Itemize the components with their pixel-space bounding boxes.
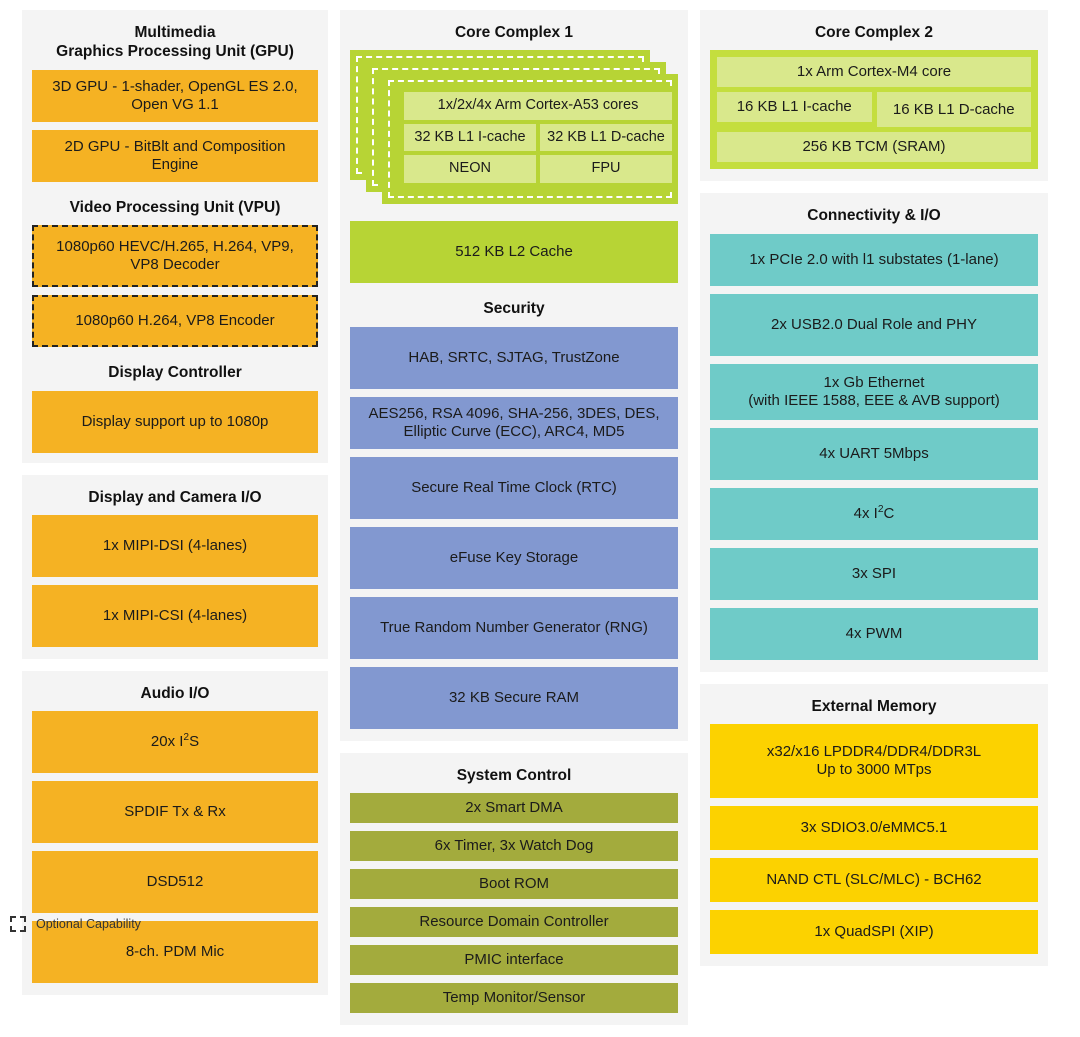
block-l1-icache[interactable]: 32 KB L1 I-cache bbox=[404, 123, 536, 152]
block-mipi-csi[interactable]: 1x MIPI-CSI (4-lanes) bbox=[32, 584, 318, 647]
block-spdif[interactable]: SPDIF Tx & Rx bbox=[32, 781, 318, 844]
block-l2-cache[interactable]: 512 KB L2 Cache bbox=[350, 221, 678, 284]
block-nand-ctl[interactable]: NAND CTL (SLC/MLC) - BCH62 bbox=[710, 858, 1038, 903]
block-spi[interactable]: 3x SPI bbox=[710, 547, 1038, 600]
block-display-support[interactable]: Display support up to 1080p bbox=[32, 390, 318, 453]
block-timer-watchdog[interactable]: 6x Timer, 3x Watch Dog bbox=[350, 831, 678, 862]
panel-title-core-complex-1: Core Complex 1 bbox=[454, 24, 573, 41]
panel-core-complex-1: Core Complex 1 1x/2x/4x Arm Cortex-A53 c… bbox=[340, 10, 688, 741]
panel-display-camera-io: Display and Camera I/O 1x MIPI-DSI (4-la… bbox=[22, 474, 328, 659]
multimedia-title-line1: Multimedia bbox=[134, 24, 216, 41]
block-fpu[interactable]: FPU bbox=[540, 155, 672, 183]
middle-column: Core Complex 1 1x/2x/4x Arm Cortex-A53 c… bbox=[340, 10, 688, 1037]
right-column: Core Complex 2 1x Arm Cortex-M4 core 16 … bbox=[700, 10, 1048, 978]
core-cache-row: 32 KB L1 I-cache 32 KB L1 D-cache bbox=[404, 123, 672, 152]
block-boot-rom[interactable]: Boot ROM bbox=[350, 869, 678, 900]
block-video-decoder[interactable]: 1080p60 HEVC/H.265, H.264, VP9, VP8 Deco… bbox=[32, 225, 318, 288]
block-hab-srtc[interactable]: HAB, SRTC, SJTAG, TrustZone bbox=[350, 326, 678, 389]
block-secure-rtc[interactable]: Secure Real Time Clock (RTC) bbox=[350, 456, 678, 519]
block-2d-gpu[interactable]: 2D GPU - BitBlt and Composition Engine bbox=[32, 129, 318, 182]
block-crypto-algos[interactable]: AES256, RSA 4096, SHA-256, 3DES, DES, El… bbox=[350, 396, 678, 449]
block-pmic-interface[interactable]: PMIC interface bbox=[350, 945, 678, 976]
block-video-encoder[interactable]: 1080p60 H.264, VP8 Encoder bbox=[32, 295, 318, 348]
block-sdio-emmc[interactable]: 3x SDIO3.0/eMMC5.1 bbox=[710, 806, 1038, 851]
panel-connectivity-io: Connectivity & I/O 1x PCIe 2.0 with l1 s… bbox=[700, 193, 1048, 672]
block-a53-cores[interactable]: 1x/2x/4x Arm Cortex-A53 cores bbox=[404, 92, 672, 120]
cc2-cache-row: 16 KB L1 I-cache 16 KB L1 D-cache bbox=[717, 92, 1031, 128]
core-neon-fpu-row: NEON FPU bbox=[404, 155, 672, 183]
block-temp-monitor[interactable]: Temp Monitor/Sensor bbox=[350, 983, 678, 1014]
block-mipi-dsi[interactable]: 1x MIPI-DSI (4-lanes) bbox=[32, 514, 318, 577]
core-complex-1-stack: 1x/2x/4x Arm Cortex-A53 cores 32 KB L1 I… bbox=[350, 50, 678, 213]
panel-title-display-controller: Display Controller bbox=[108, 364, 242, 382]
block-usb2[interactable]: 2x USB2.0 Dual Role and PHY bbox=[710, 293, 1038, 356]
block-smart-dma[interactable]: 2x Smart DMA bbox=[350, 793, 678, 824]
multimedia-title-line2: Graphics Processing Unit (GPU) bbox=[56, 43, 294, 61]
block-secure-ram[interactable]: 32 KB Secure RAM bbox=[350, 666, 678, 729]
panel-system-control: System Control 2x Smart DMA 6x Timer, 3x… bbox=[340, 752, 688, 1026]
block-i2c-label: 4x I2C bbox=[853, 503, 895, 522]
block-uart[interactable]: 4x UART 5Mbps bbox=[710, 427, 1038, 480]
panel-title-connectivity-io: Connectivity & I/O bbox=[807, 207, 941, 225]
block-gb-ethernet[interactable]: 1x Gb Ethernet(with IEEE 1588, EEE & AVB… bbox=[710, 363, 1038, 420]
panel-title-core-complex-2: Core Complex 2 bbox=[814, 24, 933, 41]
block-pcie[interactable]: 1x PCIe 2.0 with l1 substates (1-lane) bbox=[710, 233, 1038, 286]
legend: Optional Capability bbox=[10, 916, 141, 932]
block-neon[interactable]: NEON bbox=[404, 155, 536, 183]
panel-audio-io: Audio I/O 20x I2S SPDIF Tx & Rx DSD512 8… bbox=[22, 670, 328, 996]
block-rng[interactable]: True Random Number Generator (RNG) bbox=[350, 596, 678, 659]
panel-title-security: Security bbox=[483, 300, 545, 318]
panel-title-audio-io: Audio I/O bbox=[140, 684, 210, 702]
panel-title-multimedia: Multimedia Graphics Processing Unit (GPU… bbox=[32, 18, 318, 70]
panel-title-system-control: System Control bbox=[456, 766, 572, 784]
block-quadspi[interactable]: 1x QuadSPI (XIP) bbox=[710, 910, 1038, 955]
block-i2s-label: 20x I2S bbox=[150, 732, 200, 751]
panel-title-external-memory: External Memory bbox=[811, 697, 937, 715]
block-m4-l1-dcache[interactable]: 16 KB L1 D-cache bbox=[876, 92, 1031, 128]
block-cortex-m4-core[interactable]: 1x Arm Cortex-M4 core bbox=[717, 57, 1031, 88]
core-complex-2-card: 1x Arm Cortex-M4 core 16 KB L1 I-cache 1… bbox=[710, 50, 1038, 170]
block-3d-gpu[interactable]: 3D GPU - 1-shader, OpenGL ES 2.0, Open V… bbox=[32, 69, 318, 122]
panel-title-display-camera-io: Display and Camera I/O bbox=[88, 488, 262, 506]
legend-label: Optional Capability bbox=[36, 917, 141, 931]
core-card-front: 1x/2x/4x Arm Cortex-A53 cores 32 KB L1 I… bbox=[398, 86, 678, 189]
dashed-box-icon bbox=[10, 916, 26, 932]
block-i2s[interactable]: 20x I2S bbox=[32, 711, 318, 774]
block-dsd512[interactable]: DSD512 bbox=[32, 851, 318, 914]
block-m4-l1-icache[interactable]: 16 KB L1 I-cache bbox=[717, 92, 872, 123]
block-tcm-sram[interactable]: 256 KB TCM (SRAM) bbox=[717, 132, 1031, 163]
panel-core-complex-2: Core Complex 2 1x Arm Cortex-M4 core 16 … bbox=[700, 10, 1048, 182]
soc-block-diagram: Multimedia Graphics Processing Unit (GPU… bbox=[10, 10, 1048, 1026]
block-pwm[interactable]: 4x PWM bbox=[710, 607, 1038, 660]
block-i2c[interactable]: 4x I2C bbox=[710, 487, 1038, 540]
panel-external-memory: External Memory x32/x16 LPDDR4/DDR4/DDR3… bbox=[700, 683, 1048, 967]
left-column: Multimedia Graphics Processing Unit (GPU… bbox=[22, 10, 328, 1007]
block-gb-ethernet-label: 1x Gb Ethernet(with IEEE 1588, EEE & AVB… bbox=[748, 373, 1000, 409]
block-l1-dcache[interactable]: 32 KB L1 D-cache bbox=[540, 123, 672, 152]
panel-title-vpu: Video Processing Unit (VPU) bbox=[69, 198, 281, 216]
block-resource-domain-controller[interactable]: Resource Domain Controller bbox=[350, 907, 678, 938]
block-efuse-key-storage[interactable]: eFuse Key Storage bbox=[350, 526, 678, 589]
panel-multimedia: Multimedia Graphics Processing Unit (GPU… bbox=[22, 10, 328, 463]
